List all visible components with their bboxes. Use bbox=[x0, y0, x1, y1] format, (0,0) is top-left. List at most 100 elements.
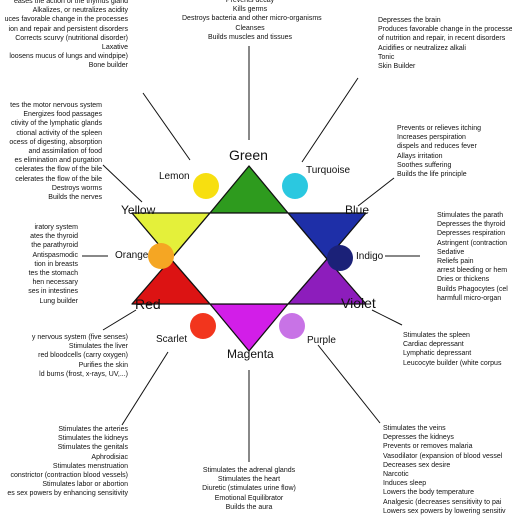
green-desc-line: Cleanses bbox=[235, 24, 265, 32]
indigo-desc-line: harmfull micro-organ bbox=[437, 294, 502, 302]
turquoise-desc-line: Skin Builder bbox=[378, 63, 416, 71]
magenta-desc-line: Diuretic (stimulates urine flow) bbox=[202, 485, 296, 493]
orange-desc-line: iratory system bbox=[34, 224, 78, 231]
sector-green bbox=[209, 165, 289, 214]
circle-indigo bbox=[327, 245, 353, 271]
purple-desc-line: Prevents or removes malaria bbox=[383, 443, 473, 451]
blue-desc-line: Prevents or relieves itching bbox=[397, 125, 482, 132]
indigo-desc-line: Astringent (contraction bbox=[437, 239, 508, 247]
purple-desc-line: Analgesic (decreases sensitivity to pai bbox=[383, 498, 502, 506]
label-violet: Violet bbox=[341, 295, 376, 311]
lemon-desc-line: Bone builder bbox=[88, 62, 128, 70]
turquoise-desc-line: Tonic bbox=[378, 53, 395, 61]
desc-red: y nervous system (five senses)Stimulates… bbox=[32, 333, 128, 379]
connector-blue bbox=[357, 177, 395, 207]
red-desc-line: ld burns (frost, x-rays, UV,...) bbox=[39, 370, 128, 378]
orange-desc-line: tion in breasts bbox=[34, 260, 78, 268]
indigo-desc-line: Builds Phagocytes (cel bbox=[437, 285, 508, 293]
turquoise-desc-line: Produces favorable change in the process… bbox=[378, 26, 512, 34]
connector-turquoise bbox=[301, 77, 359, 163]
green-desc-line: Builds muscles and tissues bbox=[207, 33, 293, 41]
lemon-desc-line: Alkalizes, or neutralizes acidity bbox=[32, 7, 128, 15]
sector-magenta bbox=[209, 303, 289, 352]
connector-red bbox=[102, 309, 137, 331]
yellow-desc-line: tes the motor nervous system bbox=[10, 102, 102, 109]
yellow-desc-line: Energizes food passages bbox=[23, 111, 102, 119]
violet-desc-line: Leucocyte builder (white corpus bbox=[403, 359, 502, 367]
yellow-desc-line: celerates the flow of the bile bbox=[15, 175, 102, 183]
circle-scarlet bbox=[190, 313, 216, 339]
label-purple: Purple bbox=[307, 335, 336, 346]
yellow-desc-line: es elimination and purgation bbox=[14, 157, 102, 165]
violet-desc-line: Cardiac depressant bbox=[403, 341, 464, 349]
orange-desc-line: ates the thyroid bbox=[30, 233, 78, 241]
green-desc-line: Prevents decay bbox=[225, 0, 275, 4]
turquoise-desc-line: Acidifies or neutralizez alkali bbox=[378, 44, 466, 52]
label-turquoise: Turquoise bbox=[306, 165, 351, 176]
label-red: Red bbox=[135, 296, 161, 312]
yellow-desc-line: ocess of digesting, absorption bbox=[9, 138, 102, 146]
lemon-desc-line: eases the action of the thymus gland bbox=[13, 0, 128, 5]
violet-desc-line: Stimulates the spleen bbox=[403, 332, 470, 339]
turquoise-desc-line: Depresses the brain bbox=[378, 17, 441, 24]
connector-purple bbox=[317, 344, 381, 424]
yellow-desc-line: Destroys worms bbox=[51, 184, 102, 192]
green-desc-line: Destroys bacteria and other micro-organi… bbox=[182, 15, 322, 23]
label-blue: Blue bbox=[345, 203, 370, 217]
orange-desc-line: ses in intestines bbox=[28, 288, 78, 296]
scarlet-desc-line: Stimulates the genitals bbox=[57, 444, 128, 452]
indigo-desc-line: Stimulates the parath bbox=[437, 212, 504, 219]
lemon-desc-line: Corrects scurvy (nutritional disorder) bbox=[15, 34, 128, 42]
purple-desc-line: Decreases sex desire bbox=[383, 461, 451, 469]
green-desc-line: Kills germs bbox=[232, 6, 268, 14]
label-lemon: Lemon bbox=[159, 171, 190, 182]
blue-desc-line: Increases perspiration bbox=[397, 134, 466, 142]
circle-turquoise bbox=[282, 173, 308, 199]
yellow-desc-line: celerates the flow of the bile bbox=[15, 166, 102, 174]
turquoise-desc-line: of nutrition and repair, in recent disor… bbox=[378, 35, 506, 43]
yellow-desc-line: and assimilation of food bbox=[28, 148, 102, 156]
magenta-desc-line: Stimulates the heart bbox=[217, 476, 281, 484]
purple-desc-line: Depresses the kidneys bbox=[383, 434, 454, 442]
scarlet-desc-line: constrictor (contraction blood vessels) bbox=[10, 472, 129, 480]
purple-desc-line: Induces sleep bbox=[383, 480, 427, 488]
label-orange: Orange bbox=[115, 250, 149, 261]
violet-desc-line: Lymphatic depressant bbox=[403, 350, 472, 358]
indigo-desc-line: Dries or thickens bbox=[437, 276, 490, 284]
label-green: Green bbox=[229, 147, 268, 163]
magenta-desc-line: Emotional Equilibrator bbox=[214, 494, 284, 502]
scarlet-desc-line: Stimulates the arteries bbox=[58, 426, 128, 433]
orange-desc-line: hen necessary bbox=[32, 279, 78, 287]
blue-desc-line: Soothes suffering bbox=[397, 161, 452, 169]
lemon-desc-line: uces favorable change in the processes bbox=[4, 16, 128, 24]
lemon-desc-line: loosens mucus of lungs and windpipe) bbox=[9, 53, 128, 61]
label-yellow: Yellow bbox=[121, 203, 156, 217]
orange-desc-line: the parathyroid bbox=[31, 242, 78, 250]
label-scarlet: Scarlet bbox=[156, 334, 188, 345]
red-desc-line: red bloodcells (carry oxygen) bbox=[38, 352, 128, 360]
connector-lemon bbox=[142, 92, 191, 161]
connector-yellow bbox=[102, 164, 143, 203]
scarlet-desc-line: Stimulates labor or abortion bbox=[42, 481, 128, 489]
scarlet-desc-line: es sex powers by enhancing sensitivity bbox=[7, 490, 128, 498]
purple-desc-line: Stimulates the veins bbox=[383, 425, 446, 432]
orange-desc-line: Antispasmodic bbox=[32, 251, 78, 259]
scarlet-desc-line: Stimulates the kidneys bbox=[57, 435, 128, 443]
indigo-desc-line: Reliefs pain bbox=[437, 258, 474, 266]
yellow-desc-line: ctivity of the lymphatic glands bbox=[10, 120, 102, 128]
label-indigo: Indigo bbox=[356, 251, 384, 262]
scarlet-desc-line: Stimulates menstruation bbox=[52, 462, 128, 470]
indigo-desc-line: Depresses respiration bbox=[437, 230, 506, 238]
connector-scarlet bbox=[121, 351, 169, 426]
blue-desc-line: Builds the life principle bbox=[397, 171, 467, 179]
